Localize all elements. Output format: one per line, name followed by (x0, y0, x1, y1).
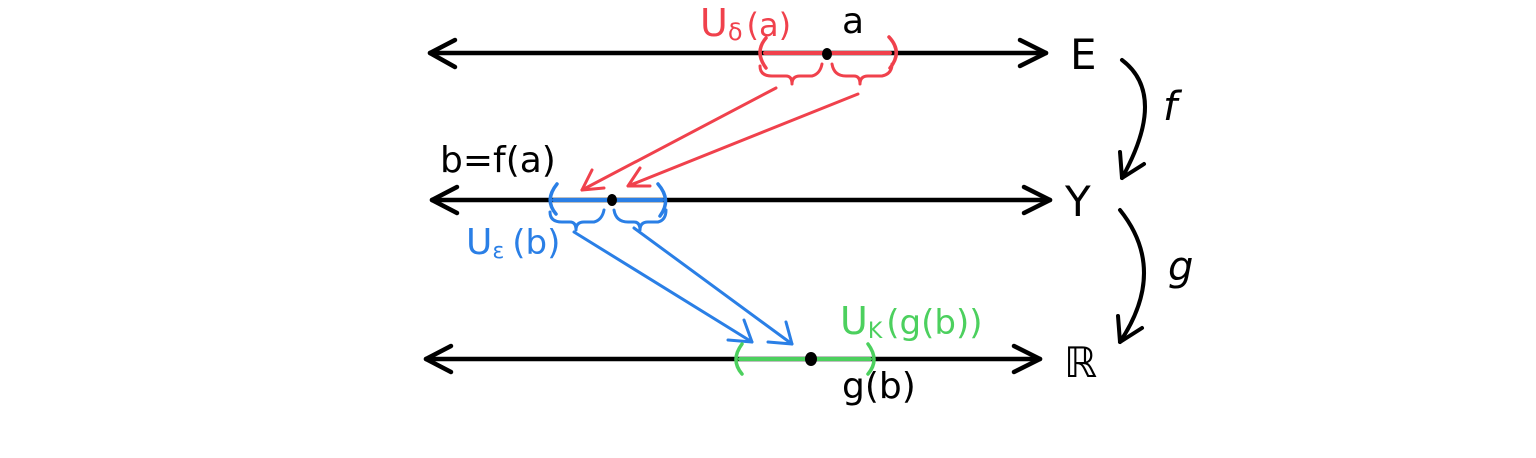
label-space-e: E (1070, 30, 1097, 79)
blue-arrow-right (632, 226, 794, 346)
red-arrow-right-head (626, 166, 652, 188)
label-space-y: Y (1064, 177, 1091, 226)
blue-arrow-left (572, 230, 754, 344)
line-e-left-arrowhead (427, 37, 458, 70)
nbhd-k-right-paren (866, 342, 876, 376)
nbhd-delta-right-brace (830, 62, 894, 86)
label-space-r: ℝ (1064, 338, 1097, 387)
map-f-curve (1120, 58, 1147, 180)
blue-arrow-right-head (766, 320, 794, 346)
line-r-left-arrowhead (423, 343, 454, 375)
map-g-arrow (1116, 208, 1146, 344)
map-f-arrowhead (1118, 150, 1146, 180)
label-point-b: b=f(a) (440, 140, 556, 181)
blue-mapping-arrows (572, 226, 794, 346)
label-nbhd-k: UK(g(b)) (840, 299, 983, 344)
map-g-curve (1118, 208, 1146, 344)
label-point-a: a (842, 1, 864, 42)
line-r-right-arrowhead (1011, 343, 1043, 375)
nbhd-eps-right-brace (612, 208, 668, 232)
point-gb-dot (805, 352, 817, 366)
nbhd-delta-left-paren (758, 36, 768, 70)
blue-arrow-left-head (726, 318, 754, 344)
label-map-g: g (1168, 244, 1193, 290)
point-a-dot (822, 48, 832, 60)
label-nbhd-eps: Uε(b) (466, 222, 560, 264)
red-arrow-left-head (580, 168, 606, 192)
red-mapping-arrows (580, 86, 860, 192)
label-map-f: f (1163, 84, 1183, 130)
nbhd-k-left-paren (734, 342, 744, 376)
line-y (429, 184, 1053, 216)
line-y-left-arrowhead (429, 184, 460, 216)
red-arrow-right (626, 92, 860, 188)
point-b-dot (607, 194, 617, 206)
map-g-arrowhead (1116, 314, 1144, 344)
nbhd-eps-left-brace (548, 208, 606, 232)
nbhd-delta-left-brace (758, 62, 824, 86)
line-e-right-arrowhead (1017, 37, 1049, 69)
label-point-gb: g(b) (842, 366, 916, 407)
label-nbhd-delta: Uδ(a) (700, 1, 791, 46)
line-y-right-arrowhead (1021, 184, 1053, 216)
nbhd-eps-right-paren (656, 182, 668, 218)
line-e (427, 37, 1049, 70)
line-r (423, 343, 1043, 375)
nbhd-delta-interval (758, 35, 898, 86)
nbhd-eps-interval (548, 182, 668, 232)
red-arrow-left (580, 86, 778, 192)
map-f-arrow (1118, 58, 1147, 180)
nbhd-eps-left-paren (548, 182, 559, 216)
